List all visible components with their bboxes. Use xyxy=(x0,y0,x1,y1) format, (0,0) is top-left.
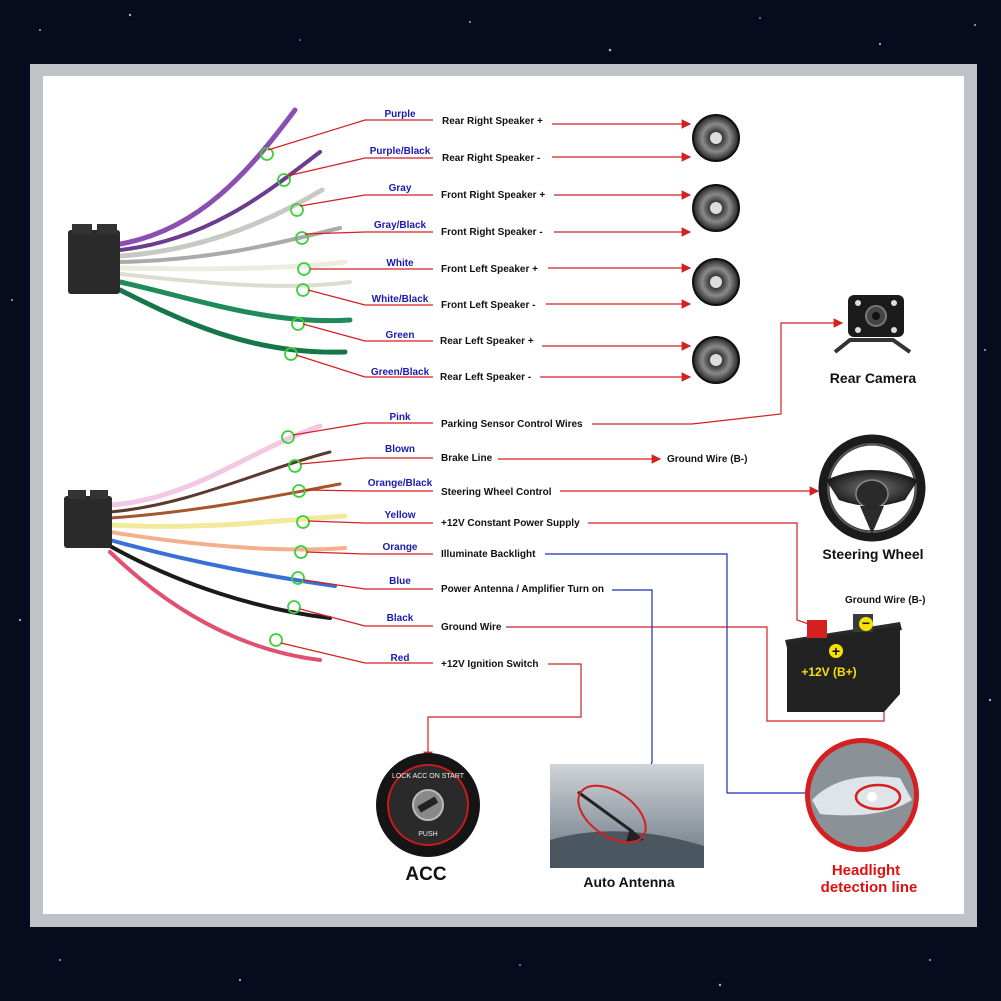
auto-antenna-label: Auto Antenna xyxy=(583,874,674,890)
headlight-label-line1: Headlight xyxy=(832,862,900,879)
wire-function-label: Rear Left Speaker + xyxy=(440,336,534,347)
power-labels: Pink Blown Orange/Black Yellow Orange Bl… xyxy=(368,412,604,670)
wire-color-label: White xyxy=(386,258,414,269)
wire-function-label: Rear Right Speaker + xyxy=(442,116,543,127)
wire-color-label: Pink xyxy=(389,412,411,423)
wire-color-label: Green xyxy=(386,330,415,341)
speaker-wire-bundle xyxy=(117,107,353,355)
svg-text:−: − xyxy=(862,615,870,631)
wire-function-label: Ground Wire xyxy=(441,622,502,633)
wire-function-label: Brake Line xyxy=(441,453,493,464)
battery-ground-label: Ground Wire (B-) xyxy=(845,595,925,606)
wire-function-label: +12V Constant Power Supply xyxy=(441,518,580,529)
rear-camera-label: Rear Camera xyxy=(830,370,917,386)
wire-color-label: Green/Black xyxy=(371,367,430,378)
steering-wheel-icon xyxy=(818,434,926,542)
wire-color-label: Gray xyxy=(389,183,412,194)
rear-camera-icon xyxy=(833,295,912,354)
speaker-harness xyxy=(68,107,353,355)
wire-color-label: Purple/Black xyxy=(370,146,431,157)
wire-color-label: White/Black xyxy=(372,294,429,305)
headlight-label-line2: detection line xyxy=(821,879,918,896)
wire-function-label: Illuminate Backlight xyxy=(441,549,536,560)
battery-icon: + − +12V (B+) xyxy=(785,614,902,712)
speaker-icon xyxy=(692,114,740,162)
speaker-icon xyxy=(692,258,740,306)
wire-color-label: Orange/Black xyxy=(368,478,433,489)
wire-function-label: Rear Left Speaker - xyxy=(440,372,531,383)
speaker-arrows xyxy=(540,119,692,382)
wire-function-label: Front Left Speaker + xyxy=(441,264,538,275)
brake-ground-label: Ground Wire (B-) xyxy=(667,454,747,465)
battery-voltage-label: +12V (B+) xyxy=(801,665,856,679)
steering-wheel-label: Steering Wheel xyxy=(822,546,923,562)
wire-color-label: Orange xyxy=(382,542,417,553)
wire-function-label: Rear Right Speaker - xyxy=(442,153,540,164)
wire-function-label: Steering Wheel Control xyxy=(441,487,552,498)
wire-color-label: Red xyxy=(391,653,410,664)
wire-color-label: Blue xyxy=(389,576,411,587)
wire-function-label: Front Right Speaker - xyxy=(441,227,543,238)
speaker-icon xyxy=(692,184,740,232)
wire-color-label: Purple xyxy=(384,109,416,120)
headlight-icon xyxy=(805,738,919,852)
power-wire-markers xyxy=(269,430,310,647)
speaker-connector xyxy=(68,230,120,294)
speaker-labels: Purple Purple/Black Gray Gray/Black Whit… xyxy=(370,109,546,383)
wire-color-label: Black xyxy=(387,613,414,624)
wire-function-label: Front Right Speaker + xyxy=(441,190,545,201)
wire-color-label: Blown xyxy=(385,444,415,455)
wire-function-label: +12V Ignition Switch xyxy=(441,659,539,670)
power-connector xyxy=(64,496,112,548)
acc-ignition-icon: LOCK ACC ON START PUSH xyxy=(376,753,480,857)
leader-lines xyxy=(267,119,433,664)
wire-function-label: Parking Sensor Control Wires xyxy=(441,419,583,430)
starfield xyxy=(11,13,992,987)
acc-key-positions: LOCK ACC ON START xyxy=(392,773,465,780)
wire-function-label: Power Antenna / Amplifier Turn on xyxy=(441,584,604,595)
wire-color-label: Yellow xyxy=(384,510,415,521)
wire-function-label: Front Left Speaker - xyxy=(441,300,535,311)
acc-push-label: PUSH xyxy=(418,831,437,838)
auto-antenna-image xyxy=(550,764,704,868)
speaker-icon xyxy=(692,336,740,384)
wire-color-label: Gray/Black xyxy=(374,220,427,231)
acc-label: ACC xyxy=(405,864,446,885)
svg-text:+: + xyxy=(832,643,840,659)
